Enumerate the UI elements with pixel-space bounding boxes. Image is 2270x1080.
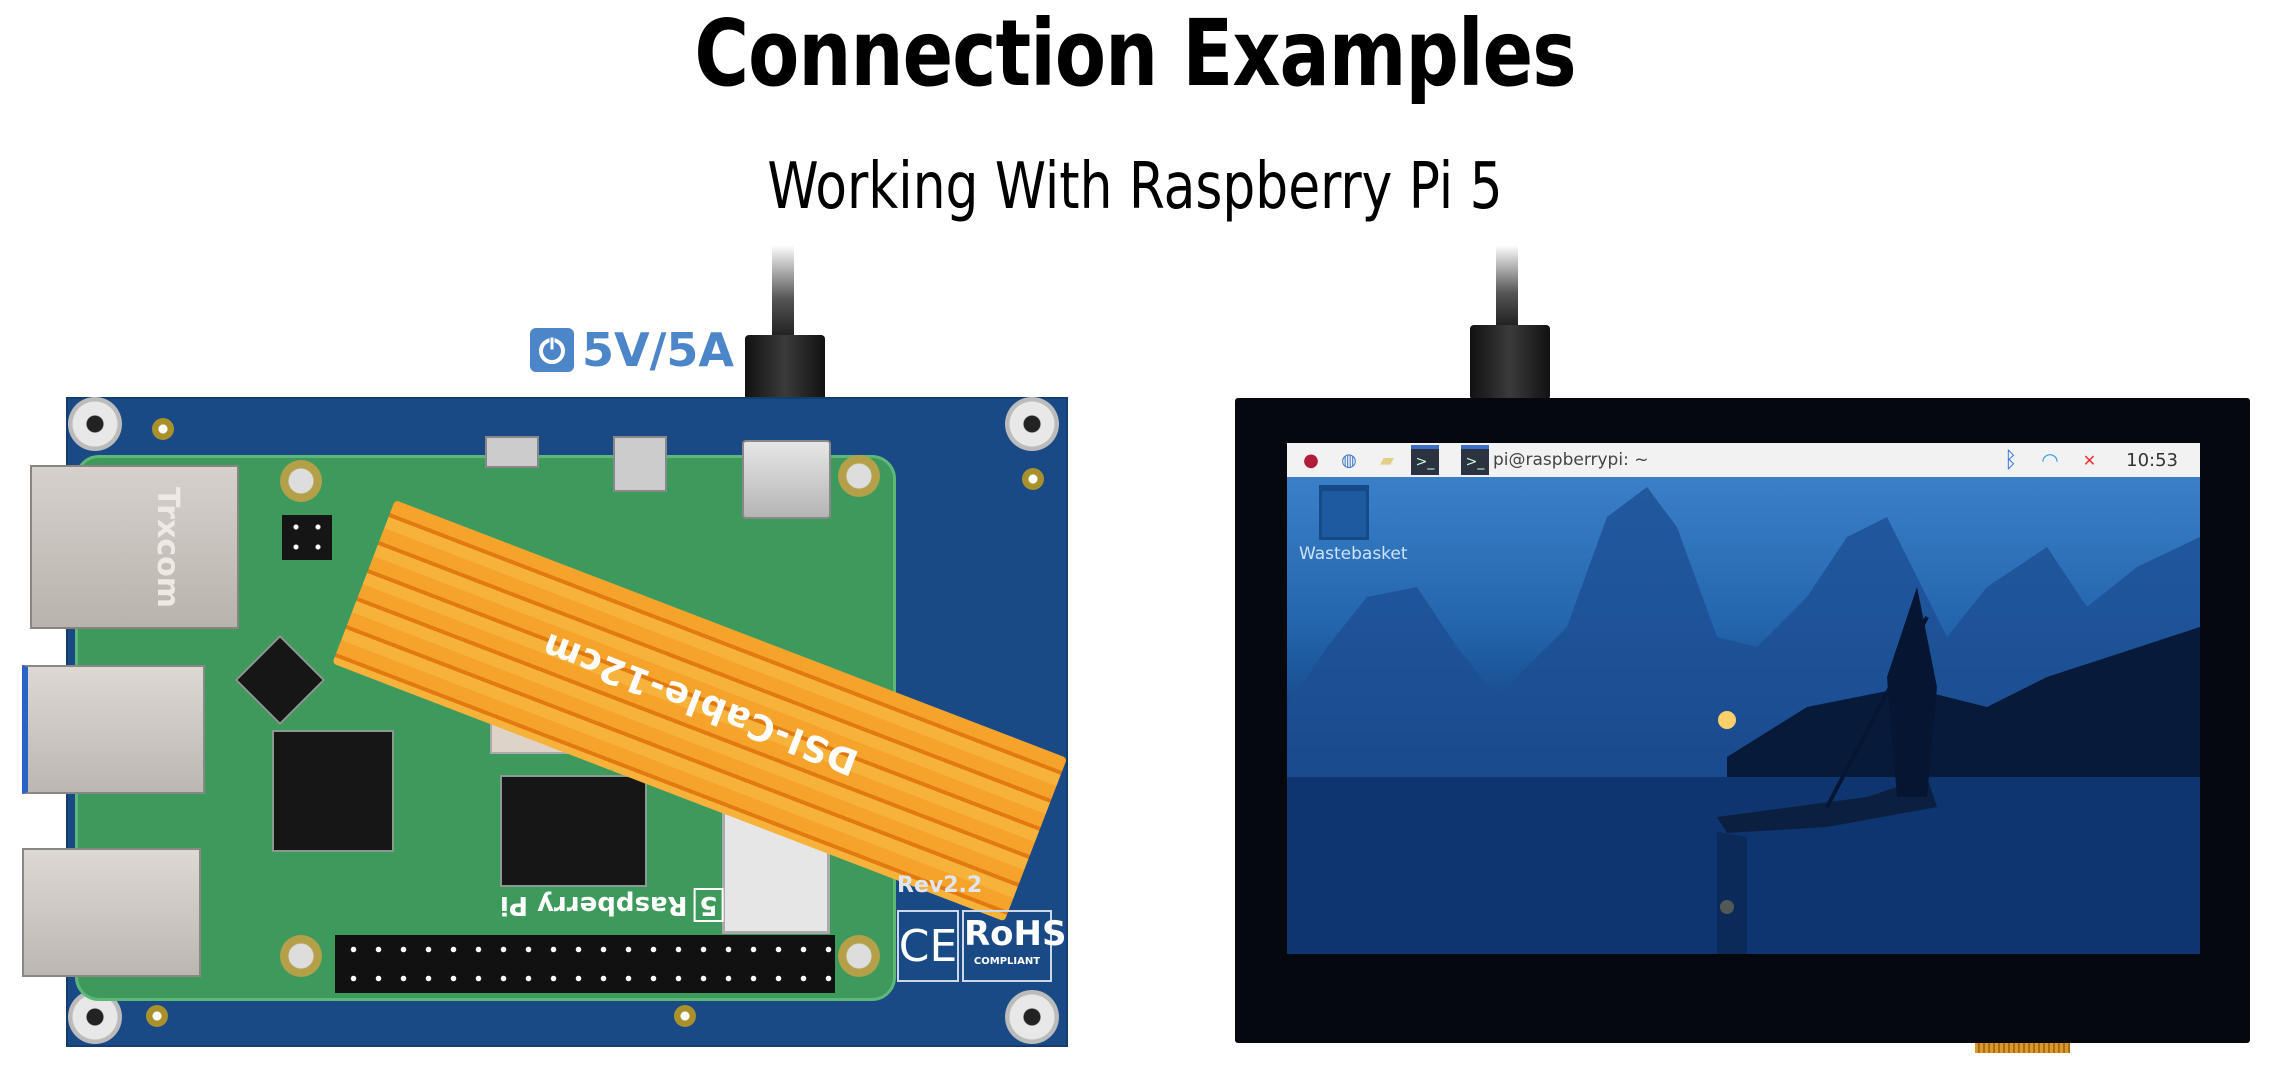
taskbar-window-button[interactable]: pi@raspberrypi: ~ [1493, 450, 1649, 470]
hdmi-port [485, 436, 539, 468]
pi-name: Raspberry Pi [500, 890, 688, 920]
fan-header [282, 515, 332, 560]
mount-pad [152, 418, 174, 440]
power-icon [530, 328, 574, 372]
mount-pad [1022, 468, 1044, 490]
usb-c-port [742, 440, 831, 519]
page-title: Connection Examples [694, 0, 1576, 107]
gpio-header [335, 935, 835, 993]
power-spec: 5V/5A [530, 323, 734, 377]
wifi-icon[interactable]: ◠ [2041, 448, 2059, 472]
taskbar: ● ◍ ▰ >_ >_ pi@raspberrypi: ~ ᛒ ◠ ✕ 10:5… [1287, 443, 2200, 477]
screw [280, 935, 322, 977]
screw [280, 460, 322, 502]
ethernet-brand: Trxcom [150, 487, 185, 608]
terminal-icon[interactable]: >_ [1411, 445, 1439, 475]
screw [838, 935, 880, 977]
trash-icon [1319, 485, 1369, 540]
pi-model: 5 [693, 888, 724, 922]
usb-c-cable [772, 245, 794, 335]
rohs-mark: RoHS COMPLIANT [962, 910, 1067, 982]
usb-c-cable [1496, 245, 1518, 325]
raspberry-menu-icon[interactable]: ● [1303, 449, 1319, 471]
usb-c-plug [1470, 325, 1550, 400]
pi-label: 5Raspberry Pi [500, 888, 724, 922]
flex-cable [1975, 1043, 2070, 1053]
desktop-icon-wastebasket[interactable]: Wastebasket [1299, 485, 1408, 564]
terminal-task-icon[interactable]: >_ [1461, 445, 1489, 475]
clock[interactable]: 10:53 [2126, 449, 2178, 471]
screw [838, 455, 880, 497]
standoff [1005, 990, 1059, 1044]
standoff [1005, 397, 1059, 451]
folder-icon[interactable]: ▰ [1380, 449, 1394, 471]
board-revision: Rev2.2 [897, 873, 983, 898]
ram-chip [500, 775, 647, 887]
mount-pad [674, 1005, 696, 1027]
volume-muted-icon[interactable]: ✕ [2082, 450, 2097, 470]
standoff [68, 397, 122, 451]
desktop-icon-label: Wastebasket [1299, 544, 1408, 564]
ce-mark: CE [897, 910, 959, 982]
desktop-screen: ● ◍ ▰ >_ >_ pi@raspberrypi: ~ ᛒ ◠ ✕ 10:5… [1287, 443, 2200, 954]
hdmi-port [613, 436, 667, 492]
ethernet-port: Trxcom [30, 465, 239, 629]
rohs-text: RoHS [964, 914, 1067, 954]
usb2-port [22, 848, 201, 977]
page-subtitle: Working With Raspberry Pi 5 [767, 150, 1503, 224]
rohs-subtext: COMPLIANT [973, 956, 1041, 967]
browser-icon[interactable]: ◍ [1341, 449, 1357, 471]
wallpaper [1287, 487, 2200, 954]
soc-chip [272, 730, 394, 852]
power-label: 5V/5A [582, 323, 735, 377]
bluetooth-icon[interactable]: ᛒ [2004, 447, 2018, 473]
mount-pad [146, 1005, 168, 1027]
usb3-port [22, 665, 205, 794]
